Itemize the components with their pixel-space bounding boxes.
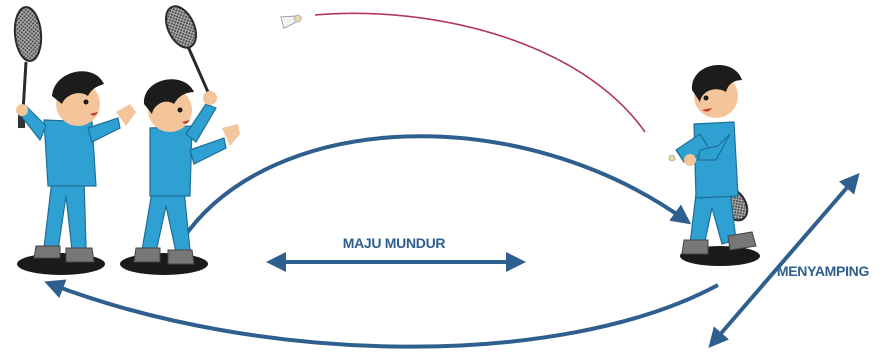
shuttle-flight-path: [314, 12, 646, 133]
sideways-arrow: [708, 172, 860, 349]
sideways-label: MENYAMPING: [777, 263, 870, 279]
forward-backward-label: MAJU MUNDUR: [343, 235, 446, 251]
player-1: [13, 6, 136, 275]
player-2: [120, 5, 240, 275]
player-3: [668, 65, 760, 266]
shuttlecock-icon: [280, 14, 302, 29]
badminton-racket-icon: [164, 5, 210, 93]
arc-arrow-to-opponent: [180, 134, 692, 242]
player-2-shadow: [120, 253, 208, 275]
arc-arrow-return: [44, 279, 719, 349]
